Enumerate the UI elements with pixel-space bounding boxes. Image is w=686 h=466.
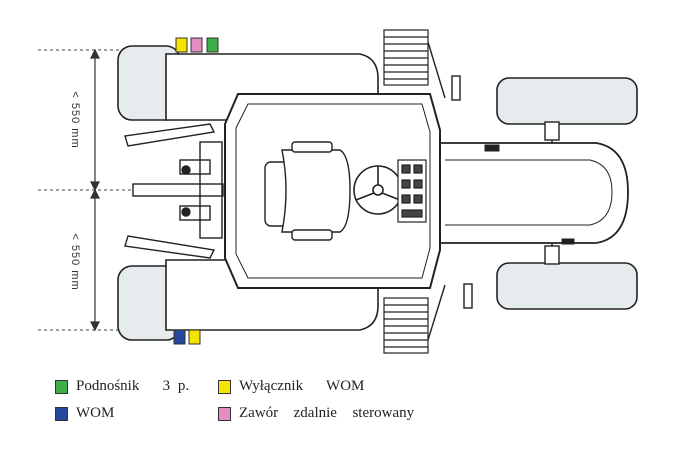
marker-pto-switch-bottom: [188, 329, 201, 345]
legend-swatch-pink: [218, 406, 231, 421]
legend-item-lift: Podnośnik 3 p.: [55, 378, 189, 395]
cab-inner: [235, 103, 431, 279]
tractor-top-view: < 550 mm < 550 mm: [38, 29, 638, 354]
legend-label-pto-switch: Wyłącznik WOM: [239, 378, 365, 394]
marker-remote-valve: [190, 37, 203, 53]
legend-swatch-green: [55, 379, 68, 394]
dimension-lower-label: < 550 mm: [69, 233, 81, 290]
front-right-tire: [496, 262, 638, 310]
legend-item-remote-valve: Zawór zdalnie sterowany: [218, 405, 414, 422]
marker-pto-switch-top: [175, 37, 188, 53]
marker-lift: [206, 37, 219, 53]
legend-swatch-yellow: [218, 379, 231, 394]
legend-label-lift: Podnośnik 3 p.: [76, 378, 190, 394]
seat: [264, 141, 351, 241]
steering-wheel: [353, 165, 403, 215]
legend-label-remote-valve: Zawór zdalnie sterowany: [239, 405, 415, 421]
legend-swatch-blue: [55, 406, 68, 421]
dimension-arrows: [90, 48, 100, 332]
step-treads: [383, 29, 429, 354]
dimension-upper-label: < 550 mm: [69, 91, 81, 148]
legend-item-pto: WOM: [55, 405, 114, 422]
front-wheels: [496, 77, 638, 310]
marker-pto: [173, 329, 186, 345]
legend-item-pto-switch: Wyłącznik WOM: [218, 378, 364, 395]
legend-label-pto: WOM: [76, 405, 115, 421]
rear-hitch: [124, 123, 224, 259]
hood-detail: [445, 144, 613, 245]
hood: [424, 142, 629, 244]
rear-wheels: [117, 45, 181, 341]
component-markers: [173, 37, 219, 345]
mirrors: [427, 41, 473, 341]
front-left-tire: [496, 77, 638, 125]
control-console: [397, 159, 427, 223]
